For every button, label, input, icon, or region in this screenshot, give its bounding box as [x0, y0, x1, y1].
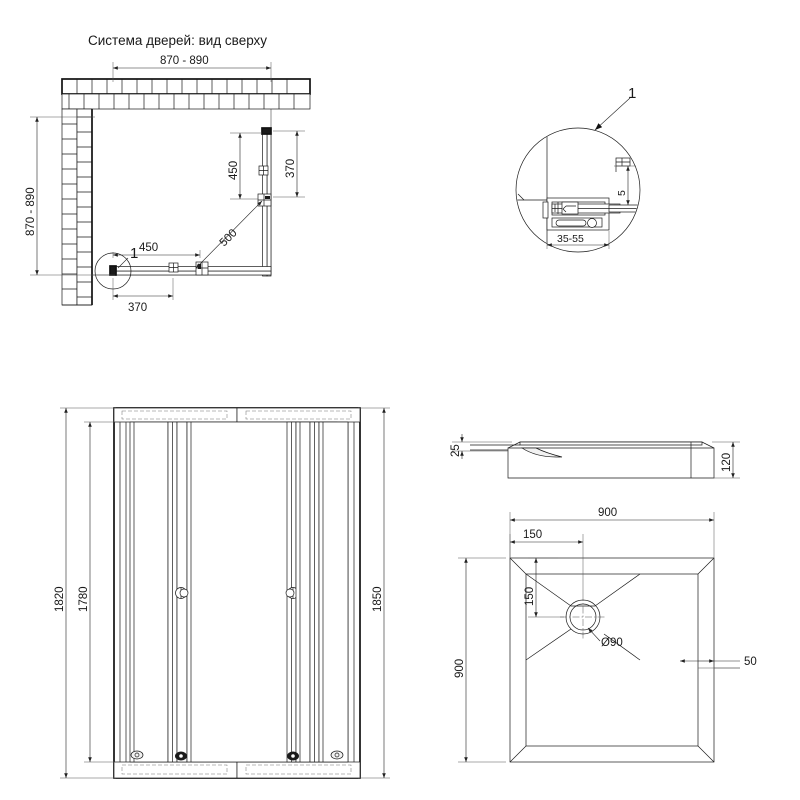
detail-marker-1-label: 1 [130, 245, 138, 262]
dim-label-120: 120 [721, 453, 733, 472]
glass-panel-4 [318, 421, 349, 763]
top-plan-view: 1 500 870 - 890 870 - 890 450 [25, 55, 311, 314]
detail-arrow-leader [594, 97, 631, 131]
detail-view-marker-label: 1 [628, 85, 636, 102]
dim-label-diameter-90: Ø90 [601, 637, 623, 649]
dim-label-150-horizontal: 150 [523, 529, 542, 541]
detail-view-1: 1 [515, 85, 641, 253]
dim-width-870-890: 870 - 890 [112, 55, 272, 82]
front-elevation-view: 1820 1780 1850 [54, 407, 390, 779]
dim-900-depth: 900 [454, 557, 506, 763]
dim-label-5: 5 [616, 190, 628, 196]
dim-label-150-vertical: 150 [524, 587, 536, 606]
tray-plan-view: Ø90 900 150 150 900 [454, 507, 757, 763]
dim-900-width: 900 [509, 507, 715, 560]
glass-panel-1 [129, 421, 169, 763]
dim-150-horizontal: 150 [509, 529, 584, 594]
dim-370-horizontal: 370 [112, 278, 174, 314]
dim-label-500: 500 [218, 227, 240, 249]
dim-450-horizontal: 450 [112, 242, 201, 258]
door-rollers [130, 750, 344, 761]
dim-label-450-vertical: 450 [228, 161, 240, 180]
dim-370-vertical: 370 [273, 130, 305, 198]
plan-view-title: Система дверей: вид сверху [88, 33, 267, 48]
dim-150-vertical: 150 [524, 557, 564, 618]
dim-label-900-depth: 900 [454, 659, 466, 678]
dim-label-370-horizontal: 370 [128, 302, 147, 314]
dim-label-25: 25 [450, 444, 462, 457]
dim-120: 120 [712, 441, 740, 479]
dim-label-width-top: 870 - 890 [160, 55, 209, 67]
dim-label-1850: 1850 [372, 586, 384, 612]
dim-label-35-55: 35-55 [557, 233, 584, 245]
wall-hatch-left [61, 108, 93, 306]
dim-25: 25 [450, 434, 512, 459]
dim-label-1780: 1780 [78, 586, 90, 612]
detail-leader-1 [117, 257, 129, 269]
glass-panel-3 [295, 421, 311, 763]
dim-1820: 1820 [54, 407, 116, 779]
dim-height-870-890: 870 - 890 [25, 116, 115, 276]
dim-label-450-horizontal: 450 [139, 242, 158, 254]
dim-line-500 [195, 200, 263, 269]
dim-35-55: 35-55 [546, 231, 610, 249]
bottom-panel-assembly [109, 261, 272, 276]
tray-side-view: 25 120 [450, 434, 740, 479]
dim-label-height-left: 870 - 890 [25, 187, 37, 236]
door-handle-left[interactable] [175, 587, 189, 599]
dim-50-rim: 50 [680, 656, 757, 669]
dim-450-vertical: 450 [228, 132, 262, 200]
dim-1780: 1780 [78, 421, 130, 763]
dim-5: 5 [614, 165, 636, 206]
wall-hatch-top [61, 78, 311, 110]
dim-label-1820: 1820 [54, 586, 66, 612]
dim-label-50: 50 [744, 656, 757, 668]
dim-label-370-vertical: 370 [285, 159, 297, 178]
tray-inner-basin [525, 573, 699, 747]
drain-assembly: Ø90 [525, 573, 641, 661]
dim-1850: 1850 [358, 407, 390, 779]
dim-label-900-width: 900 [598, 507, 617, 519]
right-side-panel-assembly [257, 127, 272, 277]
